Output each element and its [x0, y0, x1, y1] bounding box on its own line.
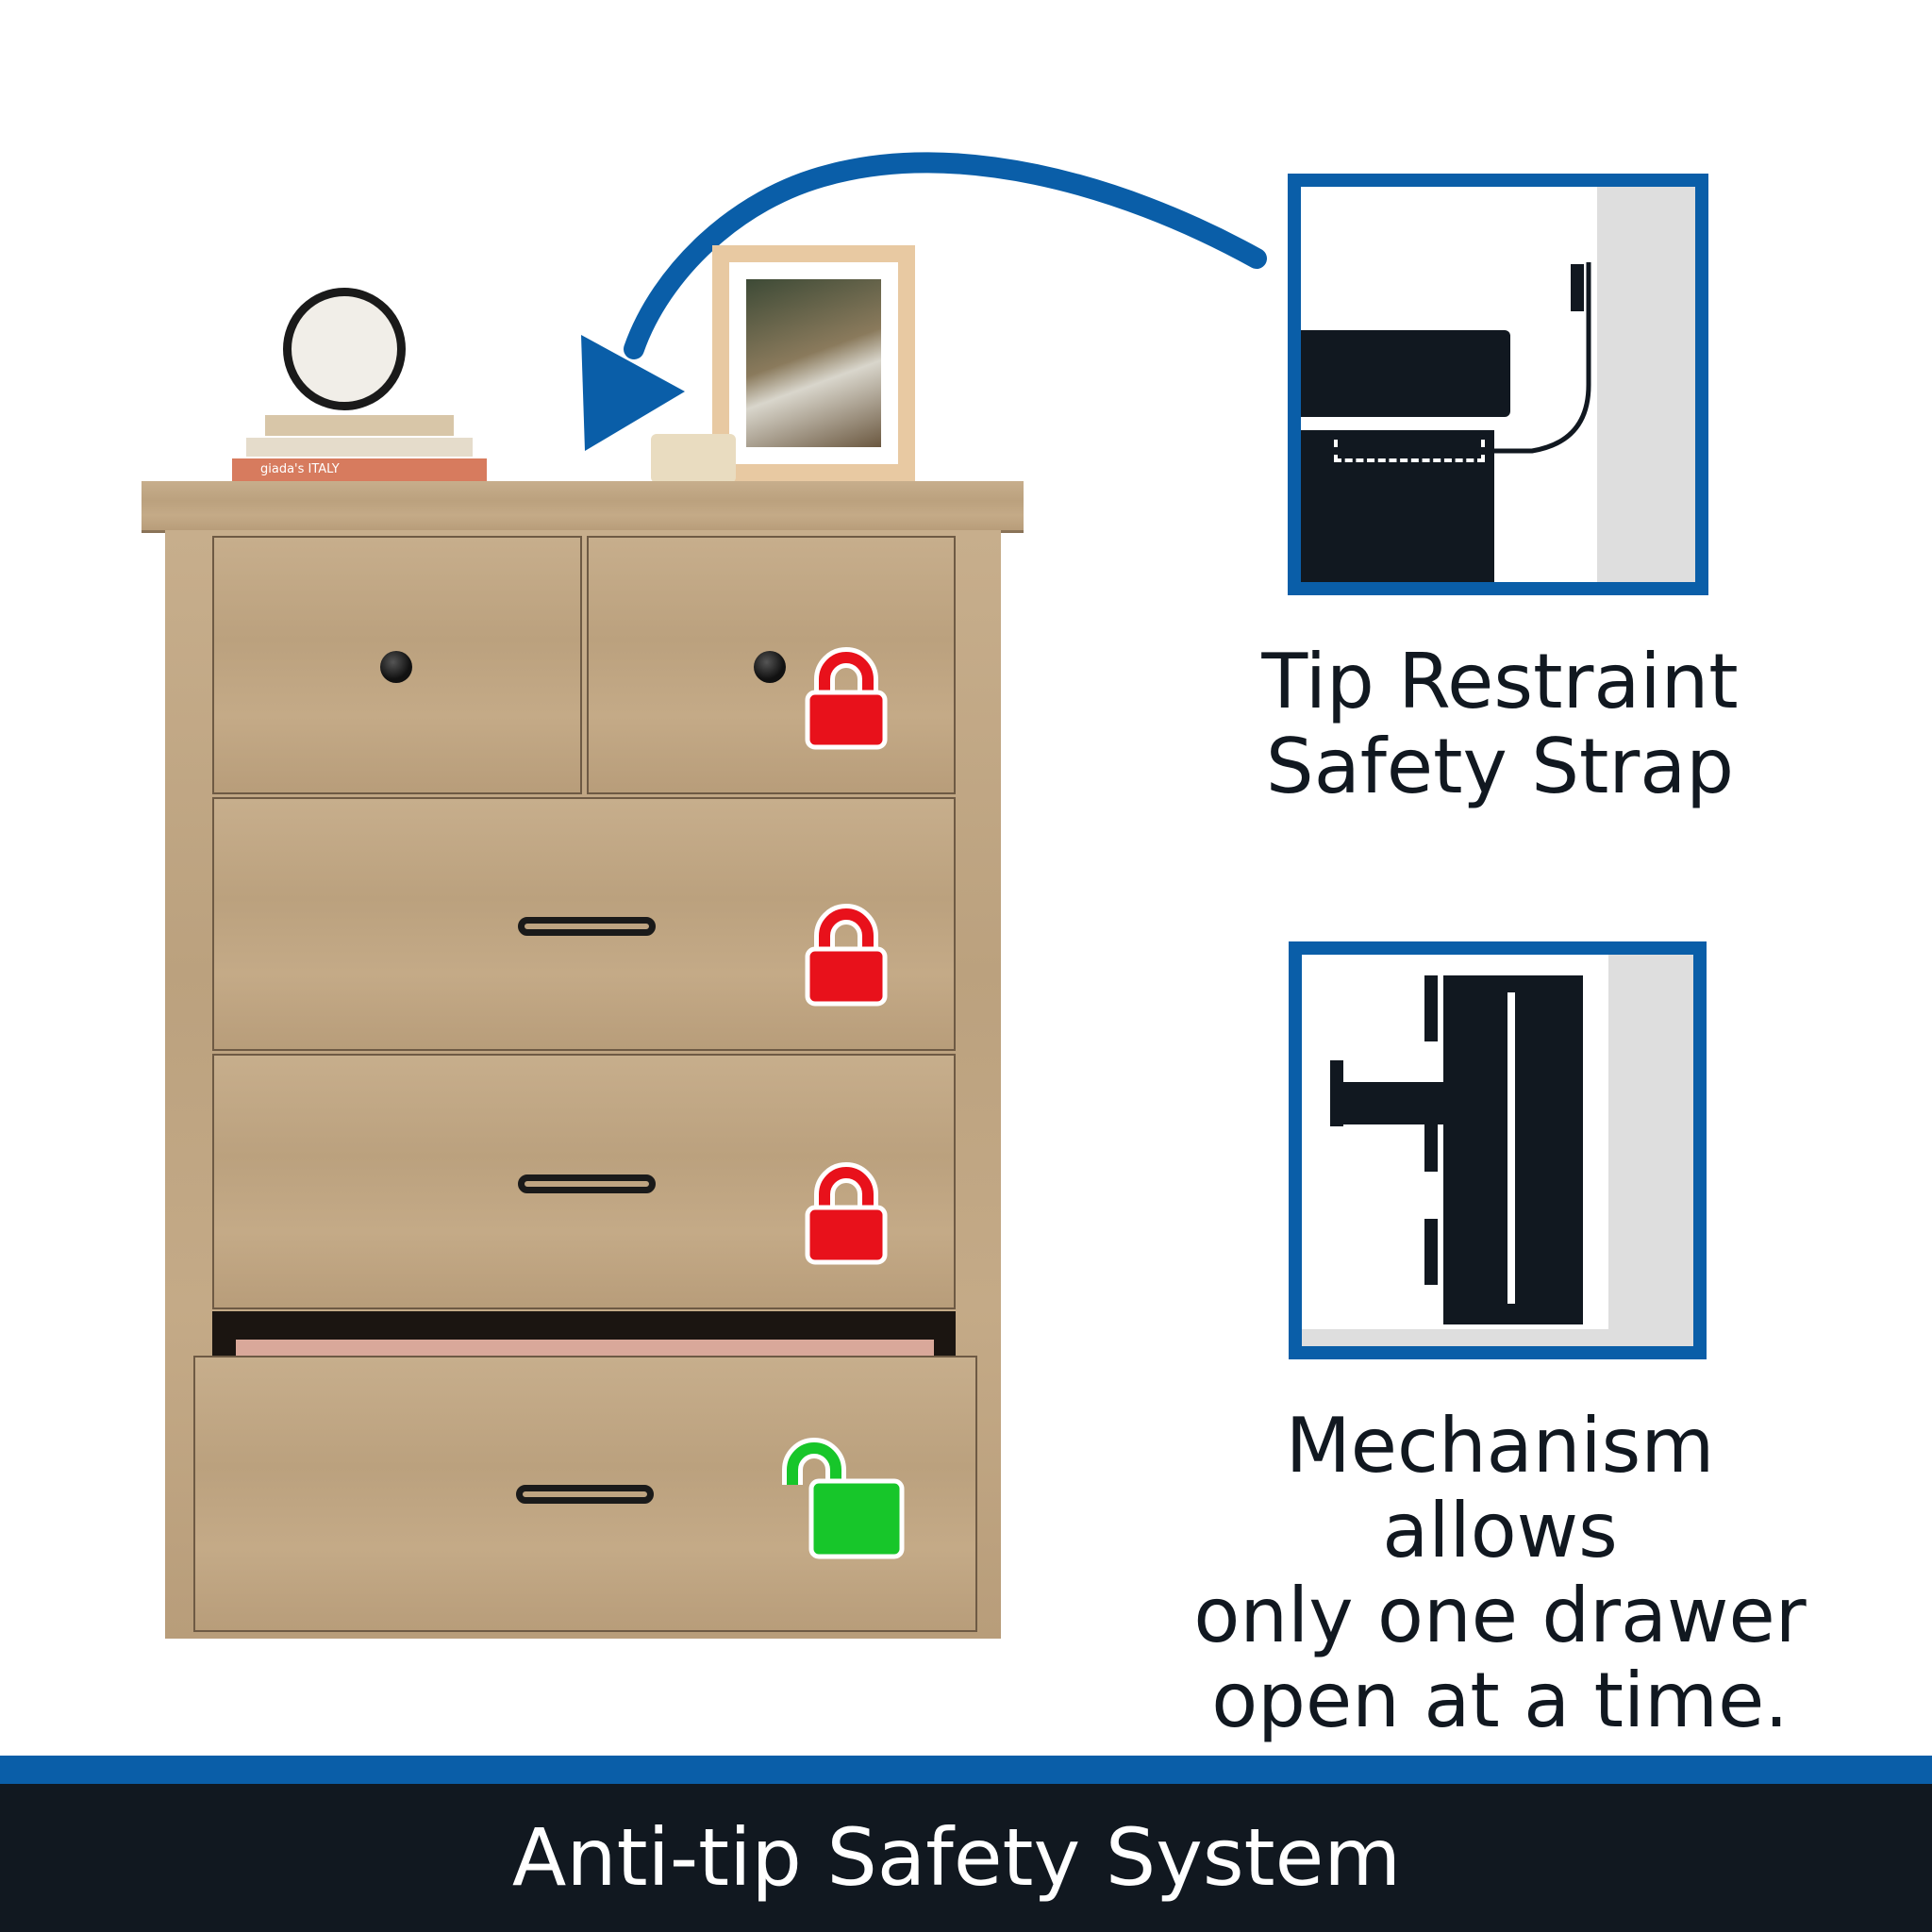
strap-diagram-icon	[1288, 174, 1708, 595]
lock-closed-icon	[805, 647, 888, 750]
drawer-top-left[interactable]	[212, 536, 582, 794]
tip-restraint-line2: Safety Strap	[1265, 723, 1735, 810]
lock-open-icon	[782, 1438, 905, 1559]
banner-title: Anti-tip Safety System	[511, 1811, 1402, 1904]
mechanism-line1: Mechanism allows	[1285, 1402, 1715, 1574]
tip-restraint-line1: Tip Restraint	[1261, 638, 1739, 725]
banner-stripe	[0, 1756, 1932, 1784]
lock-closed-icon	[805, 1162, 888, 1265]
book-stack: giada's ITALY	[232, 415, 487, 481]
candle	[651, 434, 736, 483]
interlock-diagram-icon	[1289, 941, 1707, 1359]
lock-closed-icon	[805, 904, 888, 1007]
mechanism-caption: Mechanism allows only one drawer open at…	[1160, 1404, 1840, 1743]
mechanism-line3: open at a time.	[1211, 1657, 1789, 1744]
mechanism-line2: only one drawer	[1193, 1572, 1807, 1659]
banner: Anti-tip Safety System	[0, 1784, 1932, 1932]
book-spine: giada's ITALY	[232, 458, 487, 481]
dresser: giada's ITALY	[142, 245, 1028, 1651]
drawer-top-right[interactable]	[587, 536, 956, 794]
picture-frame	[712, 245, 915, 481]
curved-arrow-icon	[581, 152, 1267, 451]
tip-restraint-caption: Tip Restraint Safety Strap	[1208, 640, 1792, 809]
clock	[283, 288, 406, 410]
dresser-top	[142, 481, 1024, 533]
